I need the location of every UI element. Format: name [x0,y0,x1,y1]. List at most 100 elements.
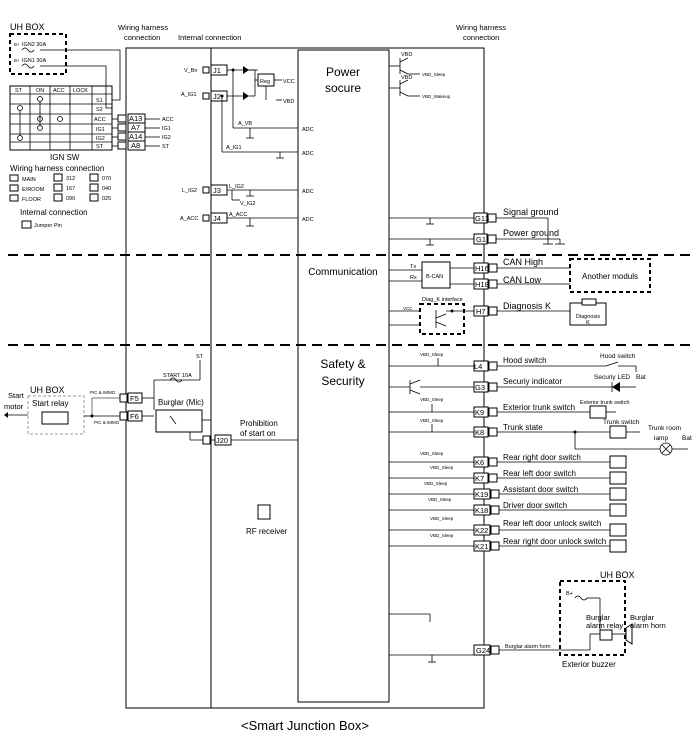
label-exterior-trunk-switch: Exterior trunk switch [503,403,575,412]
label-a-ig1b: A_IG1 [226,145,242,151]
pin-h16: H16 [475,264,489,273]
pin-j3: J3 [213,186,221,195]
diag-box-2: K [586,320,590,326]
power-title-1: Power [326,65,360,79]
legend-title: Wiring harness connection [10,164,104,173]
ign-row-st: ST [96,144,104,150]
label-burglar-relay-2: alarm relay [586,621,623,630]
fuse-ign1-label: IGN1 30A [22,58,46,64]
header-wiring-right-2: connection [463,33,499,42]
uh-box-left-title: UH BOX [30,385,65,395]
label-diag-interface: Diag_K interface [422,297,463,303]
pin-k22: K22 [475,526,488,535]
label-l-ig2: L_IG2 [182,188,197,194]
label-burglar-horn-2: alarm horn [630,621,666,630]
pin-g13: G13 [475,214,489,223]
label-trunk-lamp-1: Trunk room [648,425,681,432]
legend-eroom: E/ROOM [22,187,45,193]
legend-code-box-3 [53,193,63,202]
header-internal: Internal connection [178,33,241,42]
label-a-acc: A_ACC [180,216,198,222]
label-bat-2: Bat [682,435,692,442]
safety-title-2: Security [321,374,364,388]
label-rear-left-door-unlock-switch: Rear left door unlock switch [503,519,601,528]
ign-sw-table [9,85,113,151]
pin-g3: G3 [475,383,485,392]
ign-row-s2: S2 [96,107,103,113]
bplus-label-1: B+ [14,42,20,47]
pin-k18: K18 [475,506,488,515]
label-burglar-relay-1: Burglar [586,613,611,622]
label-another-modules: Another moduls [582,272,638,281]
label-vbd-top2: VBD [401,75,412,81]
label-rx: Rx [410,275,417,281]
label-adc-3: ADC [302,189,314,195]
label-rear-right-door-unlock-switch: Rear right door unlock switch [503,537,606,546]
label-a-accb: A_ACC [229,212,247,218]
label-security-indicator: Securiy indicator [503,377,562,386]
legend-code-040: 040 [102,186,111,192]
vbd-k21: VBD_Sleep [430,533,454,538]
label-pic-immo-2: PIC & IMMO [94,420,120,425]
legend-code-box-2 [53,183,63,192]
legend-eroom-swatch [9,184,19,192]
vbd-k9: VBD_Sleep [420,397,444,402]
pin-f6: F6 [130,412,139,421]
signal-ig2: IG2 [162,135,171,141]
fuse-ign2-icon [21,47,35,53]
label-burglar-mic: Burglar (Mic) [158,398,204,407]
start-relay-switch [41,411,69,425]
legend-floor: FLOOR [22,197,41,203]
vbd-k18: VBD_Sleep [428,497,452,502]
label-vbd-sleep: VBD_Sleep [422,72,446,77]
vbd-k8: VBD_Sleep [420,418,444,423]
label-a-ig1: A_IG1 [181,92,197,98]
burglar-horn-wiring [389,595,633,663]
sjb-frame [125,47,485,709]
label-prohibition-2: of start on [240,429,276,438]
signal-st: ST [162,144,170,150]
ground-wiring [389,212,565,246]
vbd-k19: VBD_Sleep [424,481,448,486]
ign-col-st: ST [15,88,23,94]
pin-a13: A13 [129,114,142,123]
label-tx: Tx [410,264,416,270]
label-trunk-state: Trunk state [503,423,543,432]
legend-code-090: 090 [66,196,75,202]
ign-row-ig1: IG1 [96,127,105,133]
pin-j20: J20 [216,436,228,445]
load-security-led: Securiy LED [594,374,630,381]
label-pic-immo-1: PIC & IMMO [90,390,116,395]
label-l-ig2b: L_IG2 [229,184,244,190]
ign-row-acc: ACC [94,117,106,123]
door-switch-rows [389,455,627,553]
legend-internal-title: Internal connection [20,208,88,217]
communication-title: Communication [308,267,377,278]
label-burglar-alarm-horn: Burglar alarm horn [505,644,551,650]
label-bat-1: Bat [636,374,646,381]
legend-code-070: 070 [102,176,111,182]
wire-ign1 [40,65,112,109]
ign2-acc-wiring [227,189,298,227]
mcu-block [297,49,390,703]
label-bplus-bottom: B+ [566,591,573,597]
label-start-motor-2: motor [4,402,24,411]
j3-jumper [202,186,210,194]
pin-h18: H18 [475,280,489,289]
header-wiring-left-2: connection [124,33,160,42]
signal-ig1: IG1 [162,126,171,132]
j1-jumper [202,66,210,74]
label-diagnosis-k: Diagnosis K [503,301,551,311]
bcan-wiring [389,261,570,290]
vbd-k7: VBD_Sleep [430,465,454,470]
j20-jumper [202,435,211,445]
label-driver-door-switch: Driver door switch [503,501,567,510]
legend-code-167: 167 [66,186,75,192]
legend-code-312: 312 [66,176,75,182]
label-vbd-wakeup: VBD_Wakeup [422,94,451,99]
legend-code-box-6 [89,193,99,202]
label-v-bn: V_Bn [184,68,197,74]
label-diag-vcc: VCC [403,306,413,311]
pin-k7: K7 [475,474,484,483]
